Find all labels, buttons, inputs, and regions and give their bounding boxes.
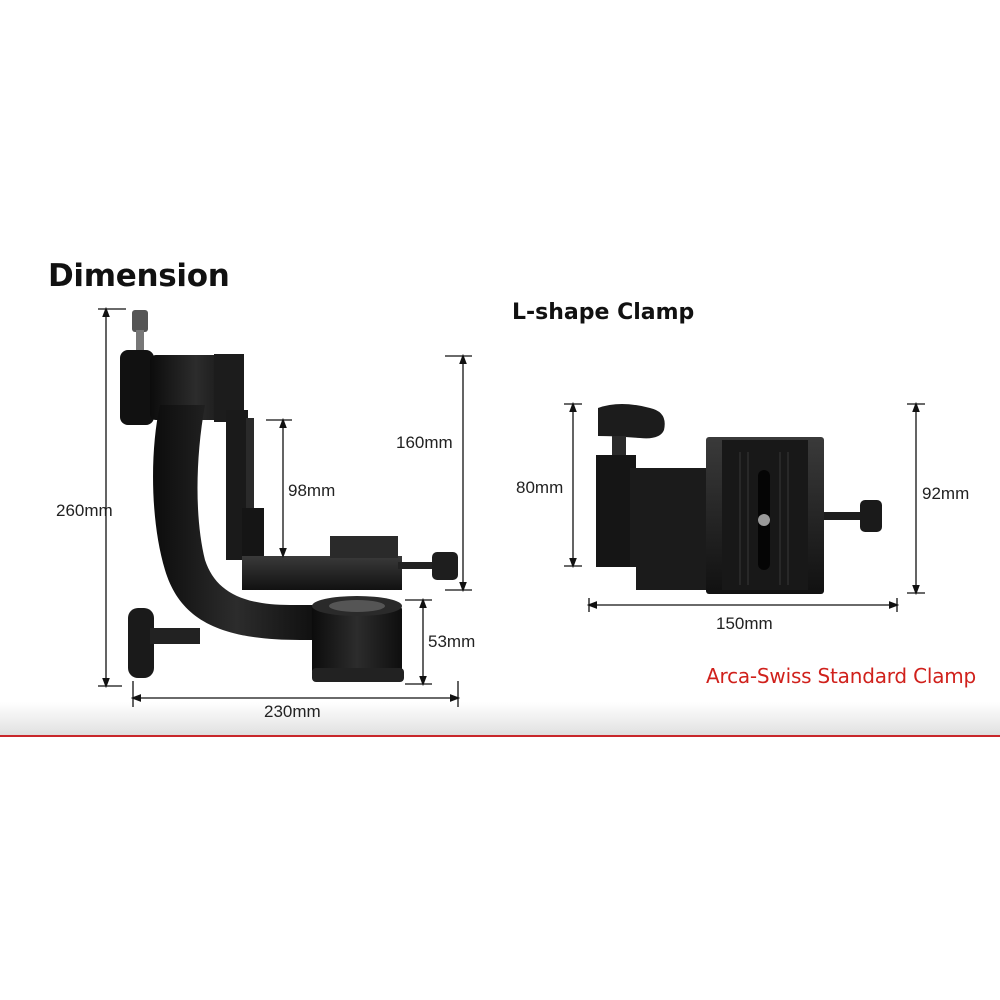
gimbal-clamp-drop-label: 98mm bbox=[288, 481, 336, 500]
gimbal-width-label: 230mm bbox=[264, 702, 321, 721]
gimbal-height-label: 260mm bbox=[56, 501, 113, 520]
clamp-dimension-lines bbox=[564, 401, 925, 612]
l-shape-clamp-image bbox=[596, 404, 882, 594]
gimbal-dimension-lines bbox=[98, 306, 472, 707]
clamp-width-label: 150mm bbox=[716, 614, 773, 633]
gray-gradient-band bbox=[0, 702, 1000, 736]
clamp-right-height-label: 92mm bbox=[922, 484, 970, 503]
gimbal-base-height-label: 53mm bbox=[428, 632, 476, 651]
arca-swiss-caption: Arca-Swiss Standard Clamp bbox=[706, 664, 977, 688]
gimbal-head-image bbox=[120, 310, 458, 682]
clamp-left-height-label: 80mm bbox=[516, 478, 564, 497]
gimbal-arm-height-label: 160mm bbox=[396, 433, 453, 452]
clamp-heading: L-shape Clamp bbox=[512, 300, 695, 325]
dimension-heading: Dimension bbox=[48, 258, 230, 294]
red-divider-line bbox=[0, 735, 1000, 737]
